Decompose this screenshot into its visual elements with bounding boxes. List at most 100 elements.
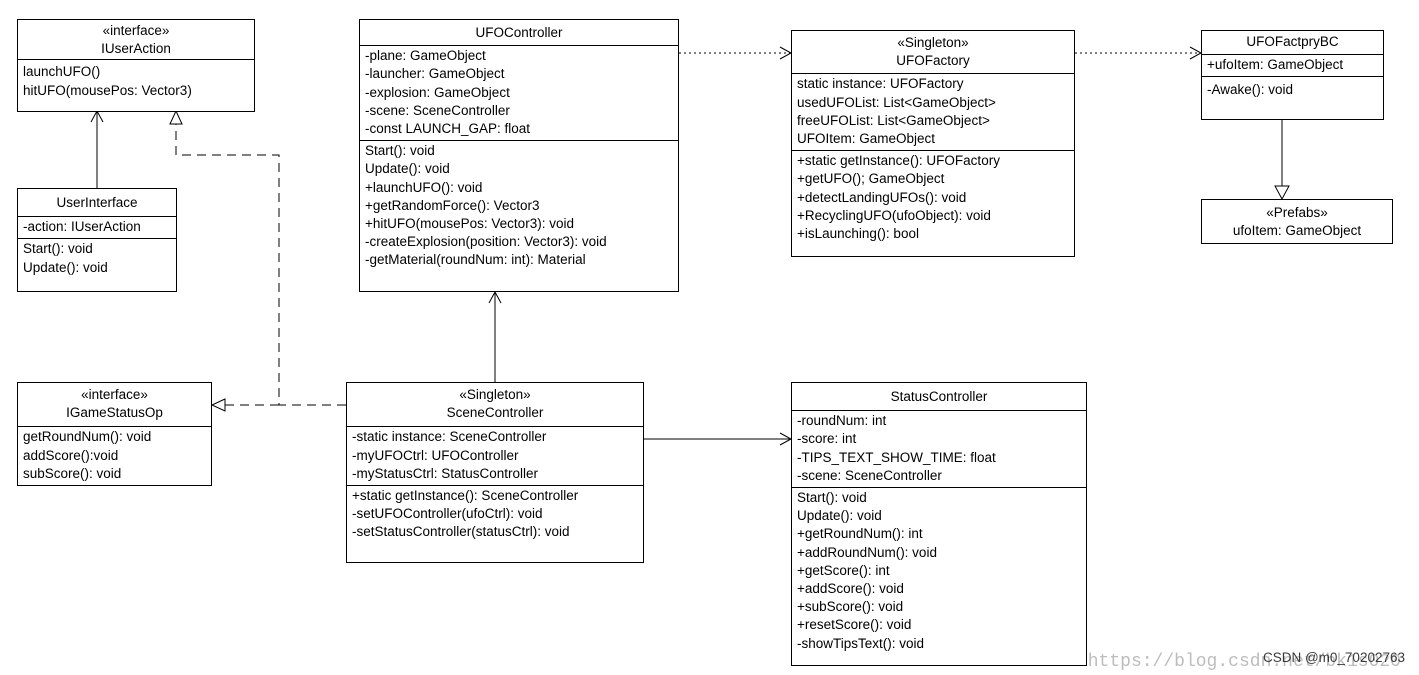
attribute: -roundNum: int xyxy=(797,413,887,429)
method: +subScore(): void xyxy=(797,599,904,615)
arrowhead-triangle-igamestatusop xyxy=(210,398,226,412)
class-name: StatusController xyxy=(890,389,988,404)
class-header: «interface» IUserAction xyxy=(18,20,254,61)
method: Update(): void xyxy=(23,259,108,275)
class-name: UFOController xyxy=(475,25,563,40)
method: Update(): void xyxy=(365,161,450,177)
class-header: StatusController xyxy=(792,383,1086,412)
method: +isLaunching(): bool xyxy=(797,226,919,242)
class-header: «Singleton» SceneController xyxy=(347,383,643,428)
method: +getRandomForce(): Vector3 xyxy=(365,197,540,213)
method: +getScore(): int xyxy=(797,562,890,578)
stereotype-label: «interface» xyxy=(102,23,170,38)
class-header: «Singleton» UFOFactory xyxy=(792,31,1074,75)
class-name: UserInterface xyxy=(56,195,138,210)
methods-section: -Awake(): void xyxy=(1202,77,1383,101)
attributes-section: -roundNum: int -score: int -TIPS_TEXT_SH… xyxy=(792,411,1086,489)
methods-section: Start(): void Update(): void xyxy=(18,239,176,278)
class-name: IUserAction xyxy=(101,41,171,57)
method: launchUFO() xyxy=(23,64,101,80)
class-header: UFOFactpryBC xyxy=(1202,31,1383,56)
method: -showTipsText(): void xyxy=(797,635,925,651)
arrowhead-triangle-iuseraction xyxy=(169,109,183,125)
method: -setStatusController(statusCtrl): void xyxy=(352,524,570,540)
realization-scenecontroller-iuseraction xyxy=(175,124,346,406)
method: Start(): void xyxy=(365,143,435,159)
method: -Awake(): void xyxy=(1207,82,1294,98)
attribute: +ufoItem: GameObject xyxy=(1207,57,1344,73)
class-scenecontroller: «Singleton» SceneController -static inst… xyxy=(346,382,644,563)
class-name: UFOFactory xyxy=(896,53,970,69)
method: +hitUFO(mousePos: Vector3): void xyxy=(365,216,574,232)
attribute: -myUFOCtrl: UFOController xyxy=(352,447,519,463)
method: +getRoundNum(): int xyxy=(797,526,923,542)
class-ufofactory: «Singleton» UFOFactory static instance: … xyxy=(791,30,1075,257)
class-header: UFOController xyxy=(360,20,678,47)
attribute: -const LAUNCH_GAP: float xyxy=(365,121,531,137)
class-ufocontroller: UFOController -plane: GameObject -launch… xyxy=(359,19,679,292)
methods-section: launchUFO() hitUFO(mousePos: Vector3) xyxy=(18,60,254,101)
method: hitUFO(mousePos: Vector3) xyxy=(23,82,192,98)
attribute: -plane: GameObject xyxy=(365,48,486,64)
stereotype-label: «Singleton» xyxy=(459,387,531,402)
arrowhead-triangle-prefabs xyxy=(1274,185,1290,201)
method: +detectLandingUFOs(): void xyxy=(797,189,967,205)
method: -createExplosion(position: Vector3): voi… xyxy=(365,234,607,250)
attribute: -TIPS_TEXT_SHOW_TIME: float xyxy=(797,449,996,465)
method: +resetScore(): void xyxy=(797,617,912,633)
attribute: -myStatusCtrl: StatusController xyxy=(352,465,539,481)
attribute: -scene: SceneController xyxy=(797,467,942,483)
attribute: -score: int xyxy=(797,431,857,447)
watermark-url: https://blog.csdn.net/bk1s020 xyxy=(1087,652,1401,672)
class-ufofactprybc: UFOFactpryBC +ufoItem: GameObject -Awake… xyxy=(1201,30,1384,120)
methods-section: Start(): void Update(): void +getRoundNu… xyxy=(792,488,1086,655)
method: Start(): void xyxy=(23,241,93,257)
attributes-section: -action: IUserAction xyxy=(18,217,176,240)
method: Start(): void xyxy=(797,490,867,506)
class-header: UserInterface xyxy=(18,189,176,218)
class-userinterface: UserInterface -action: IUserAction Start… xyxy=(17,188,177,292)
method: -getMaterial(roundNum: int): Material xyxy=(365,252,586,268)
arrowhead-open-ufocontroller xyxy=(488,290,502,304)
method: +RecyclingUFO(ufoObject): void xyxy=(797,207,991,223)
method: -setUFOController(ufoCtrl): void xyxy=(352,506,543,522)
stereotype-label: «Prefabs» xyxy=(1266,205,1328,220)
methods-section: +static getInstance(): UFOFactory +getUF… xyxy=(792,151,1074,245)
methods-section: getRoundNum(): void addScore():void subS… xyxy=(18,427,211,485)
attributes-section: static instance: UFOFactory usedUFOList:… xyxy=(792,74,1074,152)
attribute: -scene: SceneController xyxy=(365,102,510,118)
attribute: -action: IUserAction xyxy=(23,219,141,235)
stereotype-label: «Singleton» xyxy=(897,35,969,50)
attribute: freeUFOList: List<GameObject> xyxy=(797,112,990,128)
class-header: «Prefabs» ufoItem: GameObject xyxy=(1202,200,1392,244)
attribute: -static instance: SceneController xyxy=(352,429,547,445)
class-name: UFOFactpryBC xyxy=(1246,34,1339,49)
method: addScore():void xyxy=(23,447,119,463)
method: +getUFO(); GameObject xyxy=(797,171,945,187)
attribute: static instance: UFOFactory xyxy=(797,76,964,92)
attribute: -explosion: GameObject xyxy=(365,84,510,100)
method: +addRoundNum(): void xyxy=(797,544,937,560)
class-prefabs: «Prefabs» ufoItem: GameObject xyxy=(1201,199,1393,244)
method: +launchUFO(): void xyxy=(365,179,483,195)
class-name: SceneController xyxy=(446,405,544,421)
method: getRoundNum(): void xyxy=(23,429,152,445)
class-header: «interface» IGameStatusOp xyxy=(18,383,211,428)
attribute: usedUFOList: List<GameObject> xyxy=(797,94,996,110)
methods-section: Start(): void Update(): void +launchUFO(… xyxy=(360,141,678,271)
footer-credit: CSDN @m0_70202763 xyxy=(1262,650,1405,665)
attributes-section: +ufoItem: GameObject xyxy=(1202,55,1383,78)
method: subScore(): void xyxy=(23,465,122,481)
class-igamestatusop: «interface» IGameStatusOp getRoundNum():… xyxy=(17,382,212,486)
stereotype-label: «interface» xyxy=(81,387,148,402)
class-iuseraction: «interface» IUserAction launchUFO() hitU… xyxy=(17,19,255,112)
attribute: UFOItem: GameObject xyxy=(797,131,936,147)
attributes-section: -plane: GameObject -launcher: GameObject… xyxy=(360,46,678,142)
methods-section: +static getInstance(): SceneController -… xyxy=(347,486,643,544)
attribute: -launcher: GameObject xyxy=(365,66,505,82)
class-name: IGameStatusOp xyxy=(66,405,163,421)
class-name: ufoItem: GameObject xyxy=(1232,223,1362,239)
method: +addScore(): void xyxy=(797,581,904,597)
method: Update(): void xyxy=(797,508,882,524)
class-statuscontroller: StatusController -roundNum: int -score: … xyxy=(791,382,1087,666)
